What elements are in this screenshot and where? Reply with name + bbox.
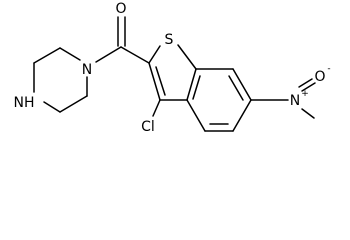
bond-c3a-c7a-inner <box>192 75 201 100</box>
bond-c7-c6-inner <box>228 75 244 101</box>
charge-nitro-oxygen: - <box>327 64 330 74</box>
atom-piperazine-nh: NH <box>14 95 35 111</box>
atom-thiophene-sulfur: S <box>165 32 174 48</box>
bond-pip-nh-cc <box>43 101 61 113</box>
atom-carbonyl-oxygen: O <box>115 1 126 17</box>
bond-nitro-o-double-2 <box>298 78 313 88</box>
bond-c3-c2-inner <box>155 66 166 96</box>
bond-c7-c6 <box>232 68 252 101</box>
bond-pip-cc-cd <box>59 95 88 113</box>
bond-s-c7a <box>177 44 197 70</box>
bond-pip-ca-cb <box>33 47 61 64</box>
bond-c3-c2 <box>148 62 161 101</box>
bond-nitro-o-double-1 <box>301 82 316 92</box>
bond-c3-cl <box>152 99 161 117</box>
bond-c4-c3a <box>186 99 206 132</box>
atom-labels: O S N NH Cl N + O - <box>14 1 331 135</box>
bond-pip-n1-ca <box>59 47 81 61</box>
atom-nitro-nitrogen: N <box>290 93 300 109</box>
molecule-structure: O S N NH Cl N + O - <box>14 1 331 135</box>
atom-piperazine-n1: N <box>82 62 92 78</box>
atom-chlorine: Cl <box>141 119 155 135</box>
charge-nitro-nitrogen: + <box>301 89 309 99</box>
bond-nitro-o-minus <box>301 108 315 119</box>
atom-nitro-oxygen: O <box>314 69 325 85</box>
bond-c6-c5 <box>232 99 252 132</box>
bond-carbonyl-n <box>95 46 122 63</box>
bond-carbonyl-c2 <box>120 46 150 64</box>
bond-c7a-c3a <box>186 68 197 101</box>
bonds <box>33 16 316 132</box>
bond-c2-s <box>148 45 161 64</box>
